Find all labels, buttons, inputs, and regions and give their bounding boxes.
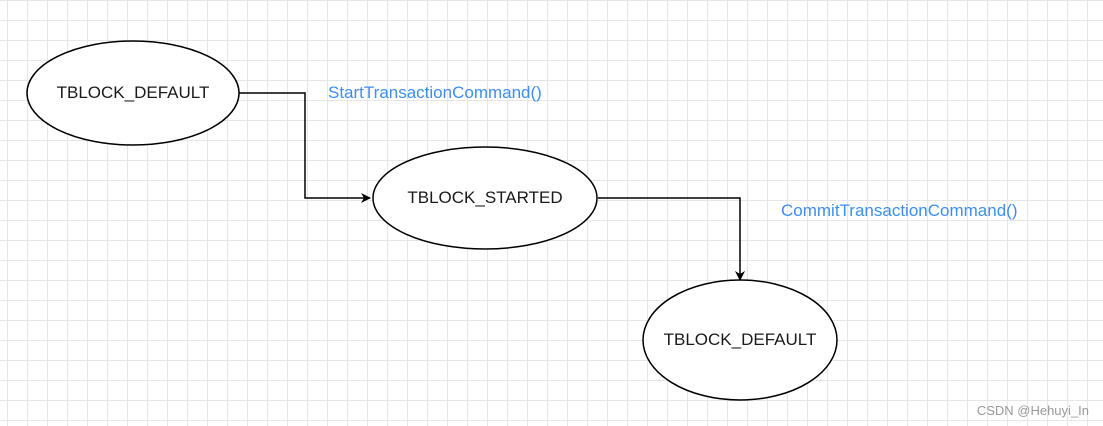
- state-node-started-shape: [372, 146, 598, 250]
- watermark: CSDN @Hehuyi_In: [976, 403, 1089, 418]
- state-node-default-2-shape: [642, 279, 838, 401]
- state-node-started-label: TBLOCK_STARTED: [407, 188, 563, 207]
- state-node-default-1-shape: [26, 40, 240, 146]
- state-node-default-2-label: TBLOCK_DEFAULT: [663, 330, 817, 349]
- edge-label-start-transaction: StartTransactionCommand(): [328, 83, 542, 102]
- edge-commit-transaction: [598, 197, 745, 281]
- state-node-default-1-label: TBLOCK_DEFAULT: [56, 83, 210, 102]
- edge-label-commit-transaction: CommitTransactionCommand(): [781, 201, 1018, 220]
- edge-start-transaction: [239, 92, 371, 203]
